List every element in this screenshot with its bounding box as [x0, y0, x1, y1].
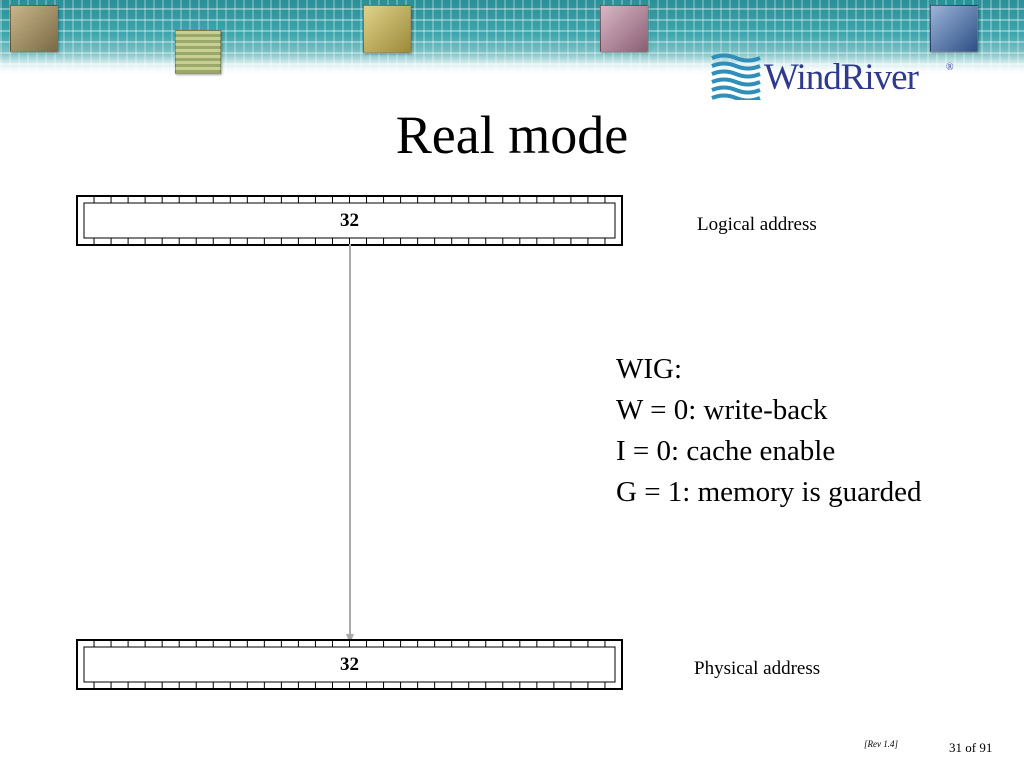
circuit-board-icon: [175, 30, 221, 74]
telephone-icon: [10, 5, 58, 52]
wig-w-line: W = 0: write-back: [616, 394, 828, 426]
windriver-logo: WindRiver ®: [710, 52, 970, 102]
wig-g-line: G = 1: memory is guarded: [616, 476, 922, 508]
header-banner: [0, 0, 1024, 76]
jet-icon: [363, 5, 411, 53]
revision-tag: [Rev 1.4]: [864, 739, 898, 749]
slide-title: Real mode: [395, 105, 629, 165]
wig-i-line: I = 0: cache enable: [616, 435, 836, 467]
logical-address-label: Logical address: [697, 214, 817, 235]
technology-icon: [930, 5, 978, 52]
document-icon: [600, 5, 648, 52]
physical-register-width: 32: [340, 654, 359, 675]
mapping-arrow: [346, 244, 354, 644]
wig-heading: WIG:: [616, 353, 683, 385]
physical-address-register: 32: [76, 639, 623, 690]
registered-mark: ®: [946, 62, 954, 73]
page-number: 31 of 91: [949, 740, 993, 755]
register-frame: [76, 639, 623, 690]
windriver-wave-icon: [711, 53, 761, 100]
physical-address-label: Physical address: [694, 658, 821, 679]
logo-wordmark: WindRiver: [764, 57, 919, 98]
logical-address-register: 32: [76, 195, 623, 246]
logical-register-width: 32: [340, 210, 359, 231]
wig-notes: WIG: W = 0: write-back I = 0: cache enab…: [616, 349, 922, 513]
